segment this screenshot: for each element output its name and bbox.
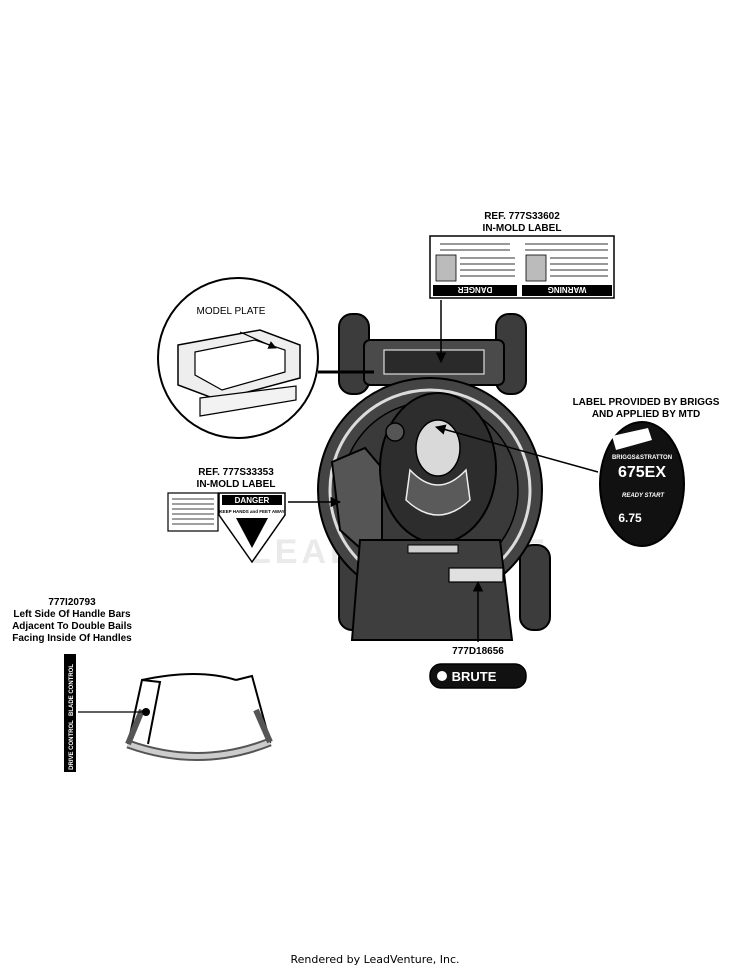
footer-credit: Rendered by LeadVenture, Inc. [290, 953, 460, 966]
engine-brand: BRIGGS&STRATTON [612, 455, 672, 461]
danger-subtitle: KEEP HANDS and FEET AWAY [219, 509, 284, 514]
briggs-logo-icon [437, 671, 447, 681]
fuel-cap [385, 422, 405, 442]
briggs-callout-line2: AND APPLIED BY MTD [591, 409, 701, 420]
ready-start-logo: READY START [622, 493, 665, 499]
front-deck [350, 539, 514, 641]
left-danger-decal: DANGER KEEP HANDS and FEET AWAY [167, 492, 286, 564]
model-plate-inset [157, 277, 319, 439]
danger-title: DANGER [235, 496, 270, 505]
handle-part: 777I20793 [48, 597, 96, 608]
brute-callout: 777D18656 [452, 646, 504, 657]
upper-danger-text: DANGER [457, 285, 492, 294]
upper-label-type: IN-MOLD LABEL [482, 223, 562, 234]
left-label-ref: REF. 777S33353 [198, 467, 274, 478]
hand-hazard-icon [236, 518, 268, 548]
handle-illustration [125, 673, 273, 761]
upper-label-ref: REF. 777S33602 [484, 211, 560, 222]
briggs-stratton-decal: BRIGGS&STRATTON 675EX READY START 6.75 [599, 421, 685, 547]
model-plate-callout: MODEL PLATE [196, 306, 266, 317]
engine-cap [415, 419, 461, 477]
brute-decal: BRUTE [429, 663, 527, 689]
briggs-callout-line1: LABEL PROVIDED BY BRIGGS [572, 397, 720, 408]
blade-control-text: BLADE CONTROL [69, 664, 75, 716]
handle-line2: Adjacent To Double Bails [12, 621, 132, 632]
front-right-wheel [519, 544, 551, 631]
upper-in-mold-decal: DANGER WARNING [429, 235, 615, 299]
handle-callout: 777I20793 Left Side Of Handle Bars Adjac… [4, 597, 140, 645]
engine-shroud [405, 468, 471, 516]
briggs-callout: LABEL PROVIDED BY BRIGGS AND APPLIED BY … [556, 397, 736, 421]
rear-label-slot [383, 349, 485, 375]
engine-model: 675EX [618, 464, 666, 481]
front-bar [407, 544, 459, 554]
drive-control-text: DRIVE CONTROL [69, 720, 75, 770]
brute-brand: BRUTE [452, 669, 497, 684]
left-label-callout: REF. 777S33353 IN-MOLD LABEL [186, 467, 286, 491]
briggs-leader [434, 424, 599, 473]
upper-label-callout: REF. 777S33602 IN-MOLD LABEL [470, 211, 574, 235]
mower-illustration [317, 313, 551, 641]
engine-torque: 6.75 [618, 511, 642, 525]
handle-decal: BLADE CONTROL DRIVE CONTROL [64, 654, 76, 772]
handle-line3: Facing Inside Of Handles [12, 633, 132, 644]
brute-label-slot [448, 567, 504, 583]
hazard-pictogram-icon [525, 254, 547, 282]
hazard-pictogram-icon [435, 254, 457, 282]
handle-line1: Left Side Of Handle Bars [13, 609, 131, 620]
upper-warning-text: WARNING [548, 285, 587, 294]
left-label-type: IN-MOLD LABEL [196, 479, 276, 490]
